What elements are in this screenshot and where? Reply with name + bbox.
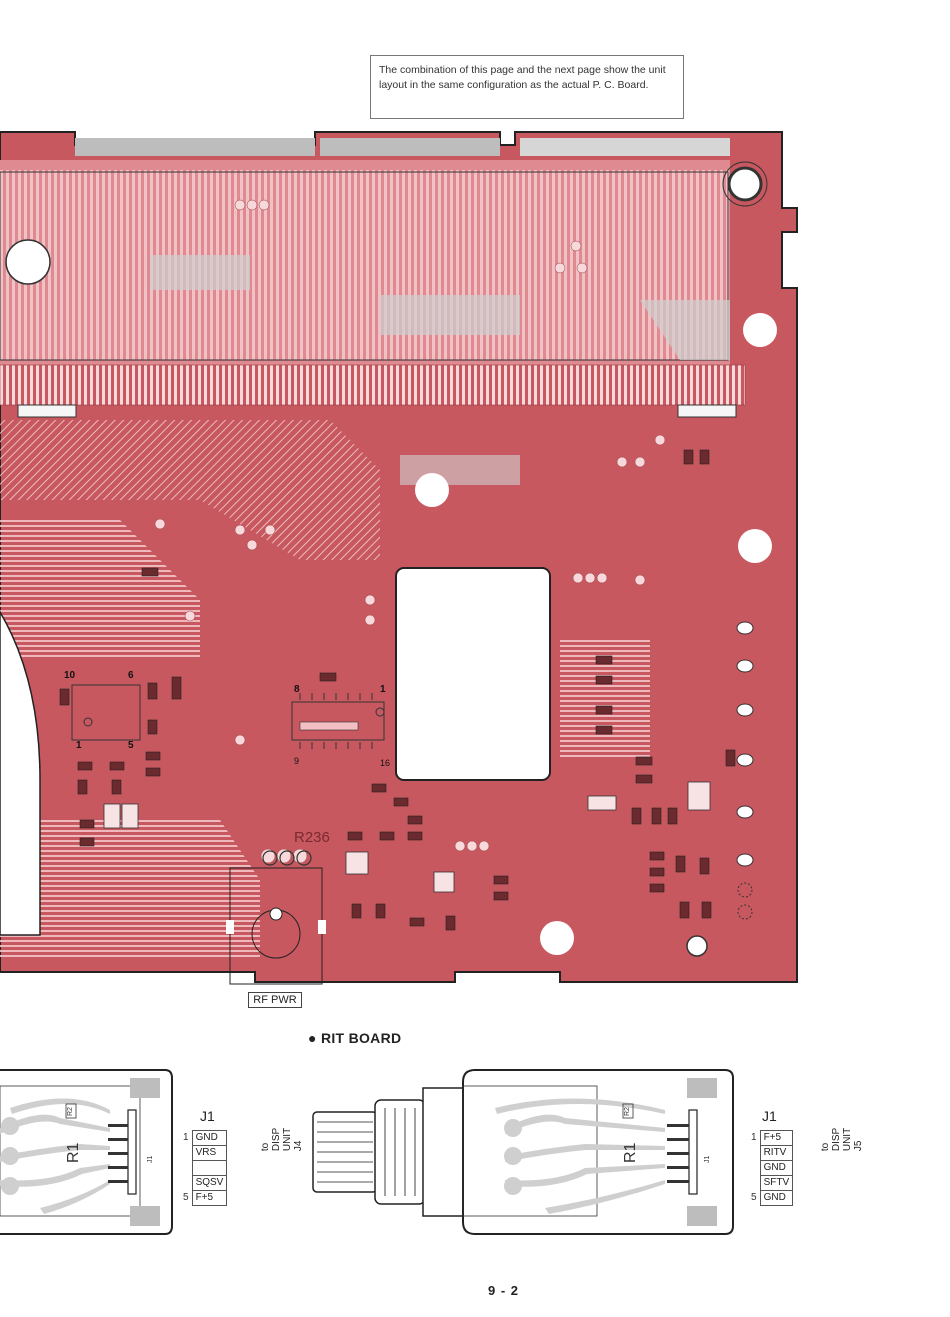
connector-name: J1: [762, 1108, 777, 1124]
pin-label: GND: [759, 1160, 794, 1176]
rit-board-left: R2 R1 J1: [0, 1069, 173, 1235]
pin-label: GND: [191, 1130, 228, 1146]
r1-label: R1: [622, 1142, 639, 1163]
pin-label: 10: [64, 670, 76, 681]
r2-label: R2: [67, 1107, 74, 1116]
pin-label: F+5: [191, 1190, 228, 1206]
rit-board-right: R2 R1 J1: [312, 1069, 734, 1235]
mounting-hole: [743, 313, 777, 347]
j1-board-label: J1: [704, 1156, 711, 1164]
connector-name: J1: [200, 1108, 215, 1124]
pin-label: 5: [128, 740, 134, 751]
j1-board-label: J1: [147, 1156, 154, 1164]
pin-label: VRS: [191, 1145, 228, 1161]
page-number: 9 - 2: [488, 1283, 520, 1298]
pin-label: 9: [294, 756, 299, 766]
mounting-hole: [540, 921, 574, 955]
pin-label: 1: [76, 740, 82, 751]
pin-label: SQSV: [191, 1175, 228, 1191]
connector-destination: to DISP UNIT J4: [260, 1127, 304, 1152]
pin-label: GND: [759, 1190, 794, 1206]
center-window: [395, 567, 551, 781]
connector-destination: to DISP UNIT J5: [820, 1127, 864, 1152]
pin-label: 6: [128, 670, 134, 681]
pin-label: 8: [294, 684, 300, 695]
mounting-hole: [738, 529, 772, 563]
rf-pwr-label: RF PWR: [248, 992, 302, 1008]
mounting-hole: [727, 166, 763, 202]
mounting-hole: [686, 935, 708, 957]
r236-label: R236: [294, 829, 330, 846]
pin-label: [191, 1160, 228, 1176]
pin-label: SFTV: [759, 1175, 794, 1191]
r1-label: R1: [65, 1142, 82, 1163]
mounting-hole: [5, 239, 51, 285]
ic-outline: [291, 701, 385, 741]
r2-label: R2: [624, 1107, 631, 1116]
pin-label: 16: [380, 758, 390, 768]
main-pcb-layout: 10 6 1 5 8 1 9 16 R236: [0, 131, 798, 985]
pin-label: F+5: [759, 1130, 794, 1146]
layout-note: The combination of this page and the nex…: [370, 55, 684, 119]
pin-label: RITV: [759, 1145, 794, 1161]
rit-board-title: ● RIT BOARD: [308, 1030, 402, 1046]
pin-label: 1: [380, 684, 386, 695]
mounting-hole: [415, 473, 449, 507]
ic-outline: [71, 684, 141, 741]
